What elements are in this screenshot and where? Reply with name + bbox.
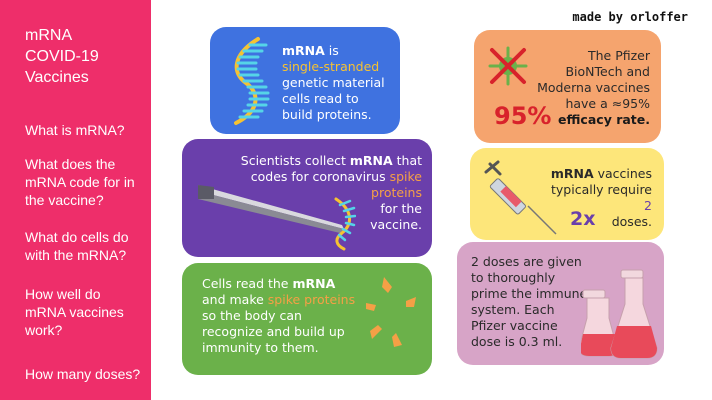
cells-do-text: Cells read the mRNA and make spike prote… (202, 276, 402, 356)
text-line: immunity to them. (202, 340, 319, 355)
efficacy-card: The Pfizer BioNTech and Moderna vaccines… (474, 30, 661, 143)
tweezers-icon (198, 185, 344, 233)
sidebar-item-label: mRNA vaccines (25, 304, 124, 320)
doses-card: mRNA vaccines typically require 2 doses.… (470, 148, 664, 240)
text-line: cells read to (282, 91, 359, 106)
dose-info-card: 2 doses are given to thoroughly prime th… (457, 242, 664, 365)
sidebar-item-what-is-mrna[interactable]: What is mRNA? (25, 121, 145, 139)
text-line: The Pfizer (587, 48, 650, 63)
doses-big-number: 2x (570, 208, 596, 230)
sidebar-item-label: How well do (25, 286, 101, 302)
text-line: genetic material (282, 75, 385, 90)
text-line: build proteins. (282, 107, 372, 122)
text-line: Cells read the (202, 276, 293, 291)
text-line: Moderna vaccines (537, 80, 650, 95)
sidebar-item-label: What does the (25, 156, 116, 172)
sidebar-item-how-well[interactable]: How well do mRNA vaccines work? (25, 285, 145, 339)
codes-for-text: Scientists collect mRNA that codes for c… (222, 153, 422, 233)
text-line: typically require (551, 182, 652, 197)
highlight-spike-proteins: spike proteins (267, 292, 356, 307)
text-line: that (392, 153, 422, 168)
sidebar-item-label: the vaccine? (25, 192, 104, 208)
what-is-mrna-text: mRNA is single-stranded genetic material… (282, 43, 397, 123)
doses-text: mRNA vaccines typically require 2 doses. (540, 166, 652, 230)
text-line: to thoroughly (471, 270, 556, 285)
text-line: so the body can (202, 308, 302, 323)
highlight-spike: spike (389, 169, 422, 184)
sidebar-item-label: work? (25, 322, 63, 338)
highlight-single-stranded: single-stranded (282, 59, 380, 74)
sidebar-title-line: Vaccines (25, 69, 89, 86)
text-line: 2 doses are given (471, 254, 582, 269)
sidebar-item-how-many-doses[interactable]: How many doses? (25, 365, 145, 383)
text-line: Pfizer vaccine (471, 318, 558, 333)
text-line: have a ≈95% (565, 96, 650, 111)
sidebar-item-label: What do cells do (25, 229, 129, 245)
mrna-term: mRNA (349, 153, 393, 168)
mrna-term: mRNA (550, 166, 594, 181)
highlight-proteins: proteins (371, 185, 422, 200)
text-line: BioNTech and (565, 64, 650, 79)
efficacy-big-number: 95% (494, 102, 552, 130)
text-line: is (324, 43, 339, 58)
mrna-term: mRNA (282, 43, 325, 58)
text-line: and make (202, 292, 268, 307)
text-line: vaccines (593, 166, 652, 181)
text-line: dose is 0.3 ml. (471, 334, 563, 349)
text-line: doses. (611, 214, 652, 229)
sidebar-item-label: mRNA code for in (25, 174, 135, 190)
dose-info-text: 2 doses are given to thoroughly prime th… (471, 254, 601, 350)
sidebar-item-label: How many doses? (25, 366, 141, 382)
sidebar-item-what-cells-do[interactable]: What do cells do with the mRNA? (25, 228, 145, 264)
cells-do-card: Cells read the mRNA and make spike prote… (182, 263, 432, 375)
sidebar-title-line: mRNA (25, 27, 73, 44)
virus-crossed-icon (488, 46, 528, 86)
text-line: system. Each (471, 302, 555, 317)
text-line: codes for coronavirus (250, 169, 390, 184)
text-line: vaccine. (370, 217, 422, 232)
sidebar-title: mRNA COVID-19 Vaccines (25, 25, 145, 88)
mrna-term: mRNA (292, 276, 336, 291)
efficacy-text: The Pfizer BioNTech and Moderna vaccines… (534, 48, 650, 128)
text-line: Scientists collect (240, 153, 350, 168)
sidebar-item-what-does-mrna-code[interactable]: What does the mRNA code for in the vacci… (25, 155, 145, 209)
spike-protein-icon (366, 277, 416, 347)
mrna-strand-icon (334, 197, 356, 251)
mrna-strand-icon (234, 37, 270, 125)
sidebar-title-line: COVID-19 (25, 48, 99, 65)
text-line: for the (380, 201, 422, 216)
dose-count-highlight: 2 (644, 198, 652, 213)
flask-icon (581, 269, 658, 359)
sidebar: mRNA COVID-19 Vaccines What is mRNA? Wha… (0, 0, 151, 400)
text-line: prime the immune (471, 286, 588, 301)
syringe-icon (484, 160, 557, 235)
sidebar-item-label: What is mRNA? (25, 122, 125, 138)
text-line: recognize and build up (202, 324, 345, 339)
efficacy-rate-label: efficacy rate. (558, 112, 650, 127)
sidebar-item-label: with the mRNA? (25, 247, 127, 263)
codes-for-card: Scientists collect mRNA that codes for c… (182, 139, 432, 257)
what-is-mrna-card: mRNA is single-stranded genetic material… (210, 27, 400, 134)
credit-label: made by orloffer (572, 10, 688, 24)
